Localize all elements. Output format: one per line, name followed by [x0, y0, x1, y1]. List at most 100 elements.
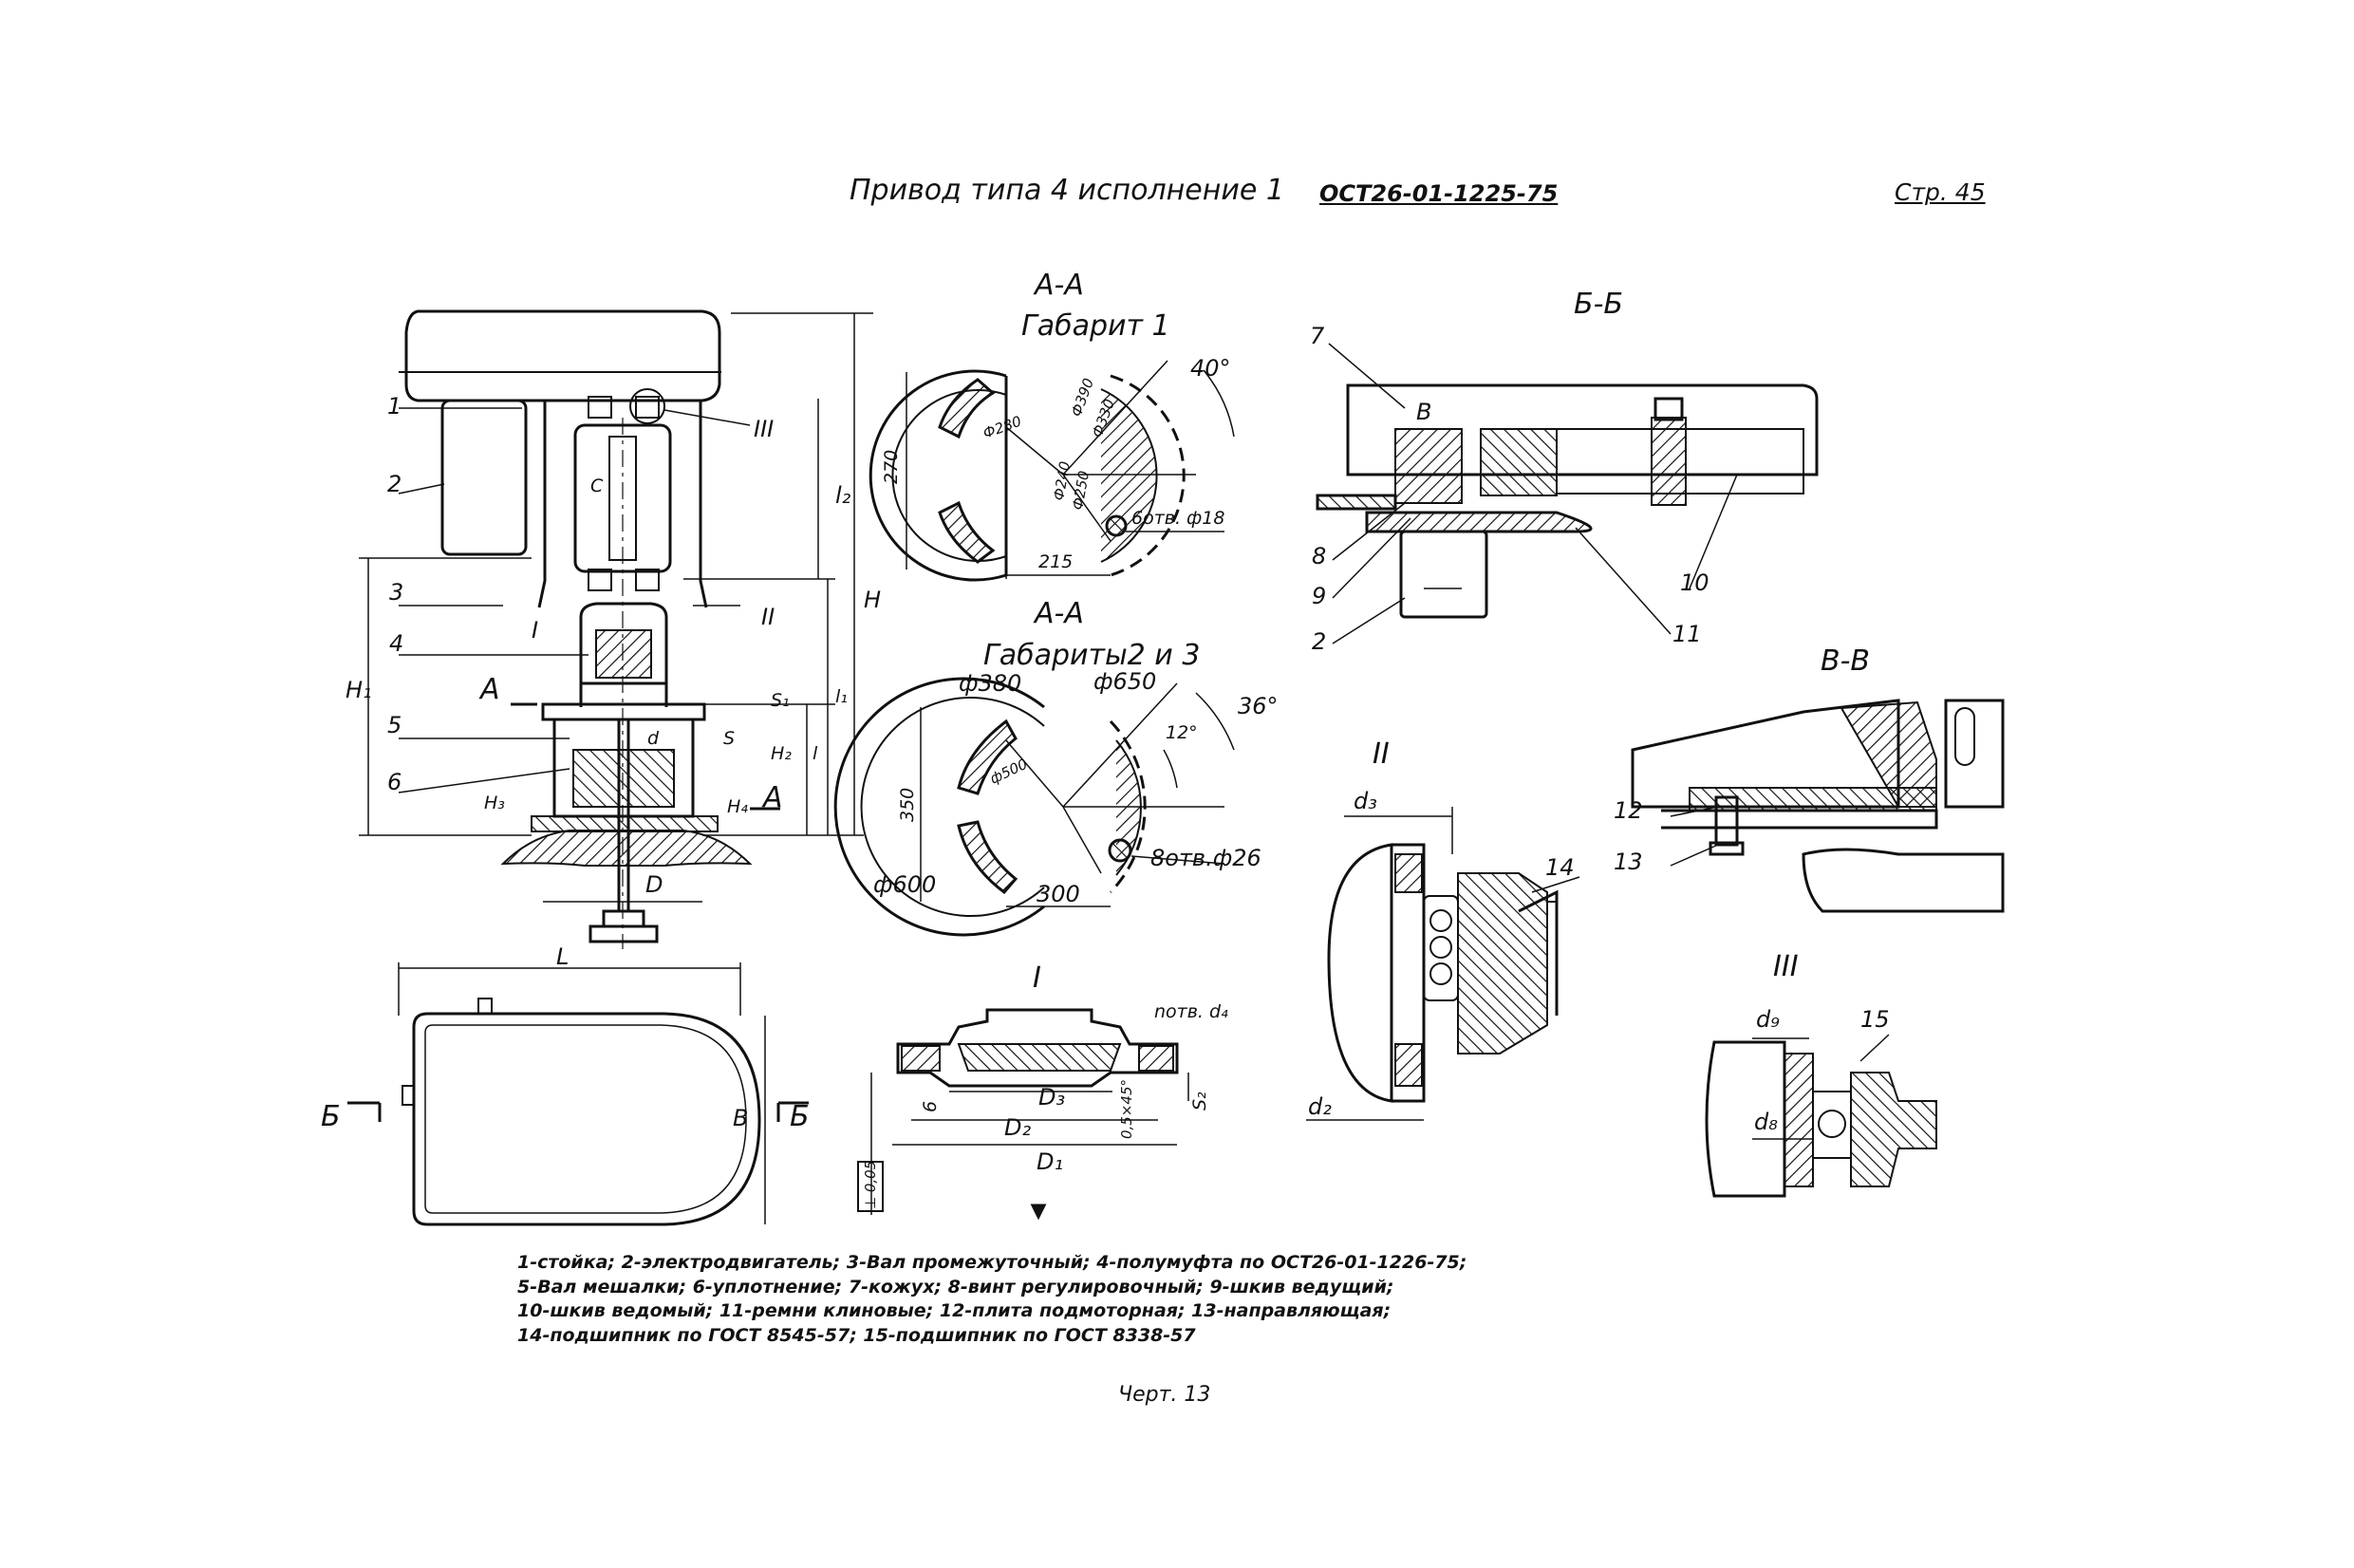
callout-3: 3 — [389, 579, 403, 606]
aa23-dim-d-base: ф600 — [873, 871, 936, 898]
detail-1-chamfer: 0,5×45° — [1118, 1079, 1135, 1139]
aa23-dim-d-out: ф650 — [1093, 668, 1156, 695]
aa23-dim-w: 300 — [1037, 881, 1080, 907]
callout-2-bb: 2 — [1312, 628, 1326, 655]
detail-2-labels: II d₃ d₂ 14 — [1308, 737, 1575, 1120]
plan-cut-left: Б — [321, 1100, 341, 1133]
section-bb — [1316, 343, 1819, 644]
legend-line: 14-подшипник по ГОСТ 8545-57; 15-подшипн… — [517, 1324, 1196, 1346]
section-aa-1-title: А-А — [1033, 269, 1084, 302]
detail-1-holes: nотв. d₄ — [1154, 1001, 1228, 1022]
section-vv-labels: В-В 12 13 — [1614, 644, 1870, 875]
aa23-dim-angle1: 36° — [1238, 693, 1279, 719]
section-vv-title: В-В — [1821, 644, 1870, 678]
detail-2-title: II — [1373, 737, 1390, 771]
aa1-dim-h: 270 — [881, 450, 902, 484]
callout-detail-1: I — [532, 617, 538, 644]
dim-s1: S₁ — [771, 690, 790, 711]
callout-4: 4 — [389, 630, 403, 657]
section-aa-23-title: А-А — [1033, 597, 1084, 630]
legend-line: 1-стойка; 2-электродвигатель; 3-Вал пром… — [517, 1252, 1467, 1273]
plan-cut-right: Б — [790, 1100, 810, 1133]
callout-5: 5 — [387, 712, 402, 738]
aa1-dim-d5: Ф250 — [1069, 470, 1093, 512]
cut-mark-a-right: А — [761, 781, 783, 814]
aa1-dim-d3: Ф280 — [981, 413, 1023, 442]
detail-3-d8: d₈ — [1754, 1109, 1778, 1135]
drawing-title: Привод типа 4 исполнение 1 — [850, 174, 1284, 207]
detail-1-tolerance: ⊥ 0,05 — [862, 1161, 879, 1209]
dim-l2: l₂ — [835, 482, 851, 509]
callout-6: 6 — [387, 769, 402, 795]
bb-hatch-letter: В — [1416, 399, 1431, 425]
detail-1-labels: I nотв. d₄ D₃ D₂ D₁ 6 0,5×45° S₂ ⊥ 0,05 — [862, 961, 1228, 1209]
main-view-labels: 1 2 3 4 5 6 I II III C l₂ H H₁ l₁ l H₂ H… — [346, 393, 881, 898]
detail-2-view — [1306, 807, 1580, 1121]
main-elevation-view — [359, 309, 873, 949]
aa1-dim-d1: Ф390 — [1068, 376, 1097, 419]
drawing-caption: Черт. 13 — [1118, 1383, 1211, 1407]
plan-dim-b: B — [733, 1105, 748, 1131]
legend-line: 10-шкив ведомый; 11-ремни клиновые; 12-п… — [517, 1300, 1392, 1321]
dim-c: C — [590, 476, 604, 496]
callout-13: 13 — [1614, 849, 1643, 875]
aa1-holes: 6отв. ф18 — [1131, 508, 1224, 529]
section-aa-gabarit-1 — [869, 360, 1235, 582]
callout-1: 1 — [387, 393, 402, 420]
dim-l1: l₁ — [835, 686, 848, 707]
dim-d-small: d — [647, 728, 660, 749]
callout-9: 9 — [1312, 583, 1326, 609]
dim-d-large: D — [645, 871, 663, 898]
aa23-holes: 8отв.ф26 — [1150, 845, 1261, 871]
detail-3-labels: III d₉ d₈ 15 — [1754, 950, 1890, 1135]
aa23-dim-angle2: 12° — [1166, 722, 1198, 743]
section-aa-1-labels: А-А Габарит 1 270 215 Ф390 Ф330 Ф280 Ф24… — [881, 269, 1231, 572]
callout-detail-2: II — [761, 604, 775, 630]
detail-3-view — [1705, 1034, 1937, 1198]
section-bb-labels: Б-Б В 7 8 9 2 10 11 — [1310, 288, 1709, 655]
section-bb-title: Б-Б — [1574, 288, 1623, 321]
section-aa-23-labels: А-А Габариты2 и 3 ф650 ф380 ф500 ф600 35… — [873, 597, 1279, 907]
section-aa-gabarit-2-3 — [833, 677, 1235, 937]
section-vv — [1631, 699, 2005, 913]
section-aa-23-subtitle: Габариты2 и 3 — [983, 639, 1200, 672]
callout-8: 8 — [1312, 543, 1326, 569]
dim-s: S — [723, 728, 735, 749]
dim-l: l — [813, 743, 818, 764]
parts-legend: 1-стойка; 2-электродвигатель; 3-Вал пром… — [517, 1251, 1704, 1348]
aa1-dim-angle: 40° — [1190, 355, 1231, 382]
plan-view-labels: L B Б Б — [321, 943, 810, 1133]
legend-line: 5-Вал мешалки; 6-уплотнение; 7-кожух; 8-… — [517, 1276, 1394, 1297]
section-aa-1-subtitle: Габарит 1 — [1021, 309, 1170, 343]
dim-h1: H₁ — [346, 677, 372, 703]
detail-1-view — [857, 1008, 1189, 1221]
detail-2-d2: d₂ — [1308, 1093, 1332, 1120]
dim-h2: H₂ — [771, 743, 792, 764]
plan-dim-l: L — [556, 943, 569, 970]
dim-h: H — [864, 587, 881, 613]
callout-11: 11 — [1672, 621, 1702, 647]
aa1-dim-w: 215 — [1038, 551, 1073, 572]
detail-3-title: III — [1773, 950, 1799, 983]
detail-1-dim-6: 6 — [920, 1101, 941, 1112]
detail-1-d2: D₂ — [1004, 1114, 1031, 1141]
callout-14: 14 — [1545, 854, 1575, 881]
detail-1-title: I — [1033, 961, 1041, 995]
detail-1-d1: D₁ — [1037, 1148, 1063, 1175]
dim-h3: H₃ — [484, 793, 505, 813]
callout-2: 2 — [387, 471, 402, 497]
page-number: Стр. 45 — [1895, 178, 1986, 206]
aa23-dim-d-mid: ф380 — [959, 670, 1021, 697]
aa23-dim-h: 350 — [897, 788, 918, 822]
callout-detail-3: III — [754, 416, 774, 442]
standard-code: ОСТ26-01-1225-75 — [1319, 180, 1559, 207]
dim-h4: H₄ — [727, 796, 748, 817]
detail-3-d9: d₉ — [1756, 1006, 1780, 1033]
plan-view — [347, 962, 809, 1226]
detail-1-d3: D₃ — [1038, 1084, 1065, 1111]
callout-7: 7 — [1310, 323, 1325, 349]
callout-10: 10 — [1680, 569, 1709, 596]
cut-mark-a-left: А — [478, 673, 500, 706]
callout-15: 15 — [1860, 1006, 1890, 1033]
